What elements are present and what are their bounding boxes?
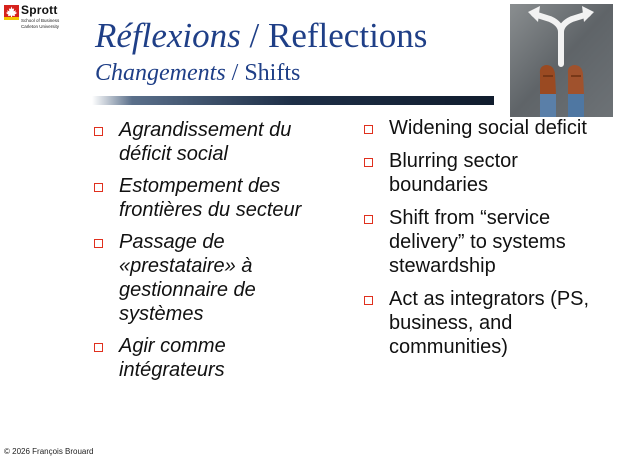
slide-subtitle: Changements / Shifts (95, 59, 300, 87)
list-item: Estompement des frontières du secteur (88, 174, 303, 222)
square-bullet-icon (364, 158, 373, 167)
list-item: Act as integrators (PS, business, and co… (358, 287, 603, 359)
list-item-text: Act as integrators (PS, business, and co… (389, 288, 590, 358)
list-item: Agrandissement du déficit social (88, 118, 303, 166)
french-list: Agrandissement du déficit social Estompe… (88, 118, 303, 382)
title-french: Réflexions (95, 16, 241, 55)
sprott-logo: Sprott School of Business Carleton Unive… (4, 3, 68, 33)
square-bullet-icon (94, 183, 103, 192)
subtitle-french: Changements (95, 60, 226, 86)
list-item-text: Widening social deficit (389, 117, 587, 139)
list-item-text: Shift from “service delivery” to systems… (389, 207, 566, 277)
logo-line-1: School of Business (21, 18, 60, 23)
list-item-text: Passage de «prestataire» à gestionnaire … (119, 231, 256, 325)
logo-subtitle: School of Business Carleton University (21, 18, 59, 29)
list-item-text: Agir comme intégrateurs (119, 335, 226, 381)
square-bullet-icon (94, 343, 103, 352)
maple-leaf-icon (4, 5, 19, 20)
square-bullet-icon (94, 127, 103, 136)
subtitle-english: Shifts (244, 60, 301, 86)
square-bullet-icon (364, 215, 373, 224)
logo-name: Sprott (21, 3, 58, 17)
copyright-footer: © 2026 François Brouard (4, 447, 94, 456)
list-item: Passage de «prestataire» à gestionnaire … (88, 230, 303, 326)
title-english: Reflections (268, 16, 428, 55)
list-item: Blurring sector boundaries (358, 149, 603, 197)
title-divider (92, 96, 494, 105)
arrows-feet-photo-icon (510, 4, 613, 117)
square-bullet-icon (94, 239, 103, 248)
list-item-text: Estompement des frontières du secteur (119, 175, 302, 221)
list-item: Agir comme intégrateurs (88, 334, 303, 382)
slide-title: Réflexions / Reflections (95, 16, 427, 56)
square-bullet-icon (364, 296, 373, 305)
list-item-text: Blurring sector boundaries (389, 150, 518, 196)
logo-line-2: Carleton University (21, 23, 60, 29)
list-item-text: Agrandissement du déficit social (119, 119, 292, 165)
square-bullet-icon (364, 125, 373, 134)
list-item: Widening social deficit (358, 116, 603, 140)
list-item: Shift from “service delivery” to systems… (358, 206, 603, 278)
title-separator: / (240, 16, 269, 55)
subtitle-separator: / (225, 60, 245, 86)
english-list: Widening social deficit Blurring sector … (358, 116, 603, 359)
